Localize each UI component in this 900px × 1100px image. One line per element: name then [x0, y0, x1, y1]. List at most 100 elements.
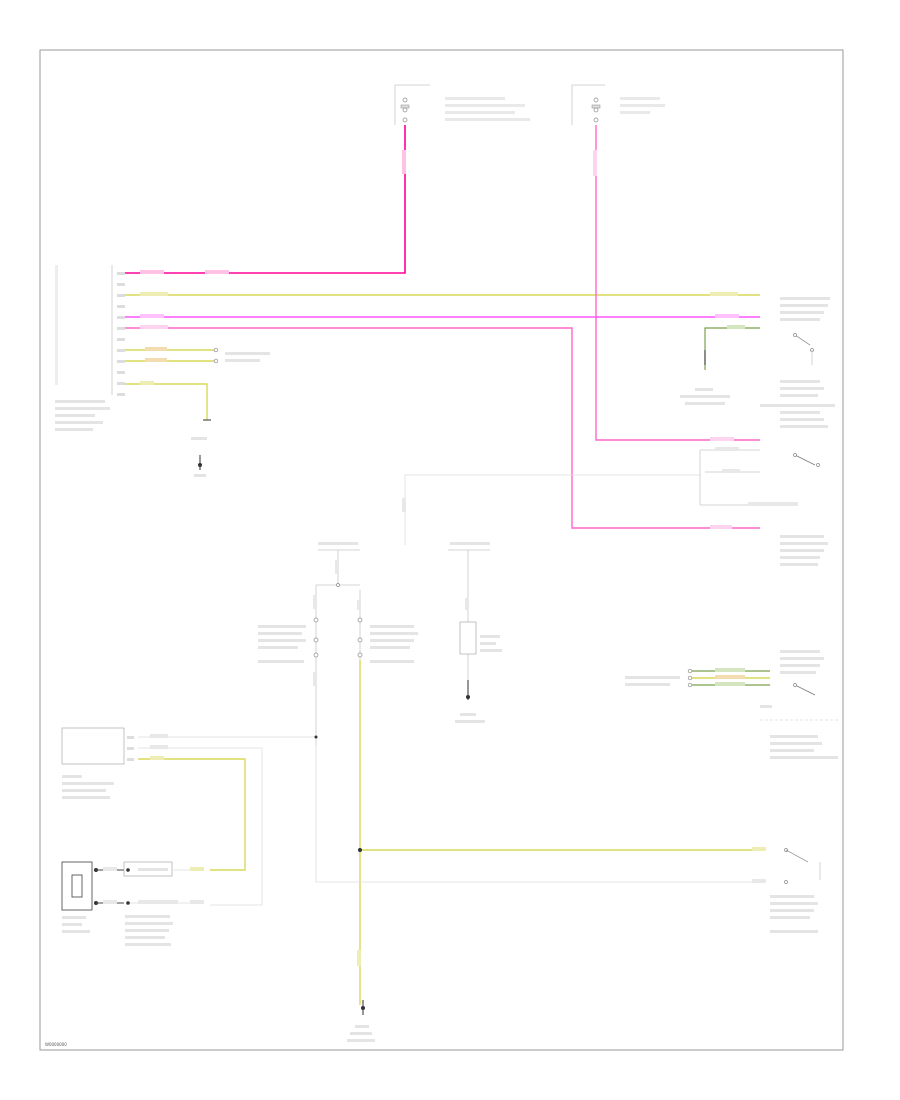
ground-label-bar-2 — [194, 474, 206, 477]
diagram-frame — [39, 49, 844, 1051]
connector-pin-icon — [687, 668, 693, 674]
connector-pin-icon — [213, 358, 219, 364]
right-label-bar-10 — [780, 549, 824, 552]
wire-label-fuse2-end — [710, 437, 734, 441]
wire-label-gray-center — [402, 498, 406, 512]
module-label-bar — [55, 400, 105, 403]
connector-pin-icon — [357, 652, 363, 658]
right-label-bar-2 — [780, 387, 824, 390]
connector-label-bar-2 — [225, 359, 260, 362]
right-label-bar-5 — [780, 411, 820, 414]
fuse-block-3 — [448, 542, 502, 723]
fuse-2-top-pin-icon — [593, 97, 599, 103]
ground-label-bar — [191, 437, 207, 440]
switch-contact-icon — [794, 334, 811, 346]
switch-contact-icon — [794, 454, 816, 466]
right-label-bar-8 — [780, 535, 824, 538]
wire-ground-left — [125, 383, 208, 420]
fuse-2-label-bar — [620, 97, 660, 100]
right-label-bar-3 — [780, 394, 818, 397]
wire-lightpink-down — [125, 327, 760, 529]
right-switch-lower — [770, 848, 821, 933]
connector-pin-icon — [687, 682, 693, 688]
wire-pink-fuse1 — [125, 125, 406, 274]
wire-label-magenta-1 — [140, 314, 164, 318]
ground-point-icon — [466, 695, 470, 699]
wire-label-green — [727, 325, 745, 329]
wire-gray-sensor-2 — [138, 747, 263, 906]
motor-connector — [123, 861, 204, 946]
wire-label-yellow-2 — [710, 292, 738, 296]
module-label-bar-2 — [55, 407, 110, 410]
fuse-block-1 — [394, 84, 530, 125]
wire-label-pink-3 — [402, 150, 406, 174]
module-side-label — [55, 265, 58, 385]
wire-label-orange-2 — [145, 358, 167, 362]
fuse-block-2 — [571, 84, 665, 125]
ground-label-bar-3 — [685, 402, 725, 405]
wire-label-pink-1 — [140, 270, 164, 274]
right-label-bar-9 — [780, 542, 828, 545]
module-label-bar-3 — [55, 414, 95, 417]
wire-label-lightpink-1 — [140, 325, 168, 329]
right-switch-upper — [780, 297, 830, 365]
footer-code: W0000000 — [45, 1042, 67, 1047]
right-label-bar — [780, 380, 820, 383]
wire-label-magenta-2 — [715, 314, 739, 318]
fuse-1-label-bar-2 — [445, 104, 525, 107]
switch-contact-icon — [785, 849, 809, 863]
switch-contact-icon — [794, 684, 816, 696]
wire-green — [704, 327, 760, 370]
fuse-2-label-bar-2 — [620, 104, 665, 107]
right-label-bar-7 — [780, 425, 828, 428]
connector-label-bar — [225, 352, 270, 355]
connector-pin-icon — [313, 652, 319, 658]
right-connector-lower — [625, 650, 840, 759]
left-control-module — [55, 265, 125, 431]
connector-pin-icon — [357, 637, 363, 643]
connector-pin-icon — [357, 617, 363, 623]
wire-gray-lower-right — [315, 745, 760, 883]
right-switch-mid — [699, 447, 820, 506]
ground-point-icon — [361, 1006, 365, 1010]
ground-label-bar — [695, 388, 713, 391]
right-label-bar-4 — [760, 404, 835, 407]
ground-point-icon — [198, 463, 202, 467]
splice-point-icon — [358, 848, 362, 852]
wire-gray-center — [404, 474, 700, 545]
motor-box — [61, 861, 98, 933]
fuse-2-pin-icon — [593, 107, 599, 113]
right-label-bar-11 — [780, 556, 820, 559]
fuse-1-top-pin-icon — [402, 97, 408, 103]
wire-label-yellow-1 — [140, 292, 168, 296]
fuse-2-label-bar-3 — [620, 111, 650, 114]
ground-label-bar-2 — [680, 395, 730, 398]
fuse-2-bottom-pin-icon — [593, 117, 599, 123]
fuse-2-element-icon — [591, 104, 601, 109]
fuse-3-element-icon — [459, 621, 477, 655]
wire-label-fuse2 — [593, 150, 597, 176]
fuse-1-element-icon — [400, 104, 410, 109]
connector-pin-icon — [313, 637, 319, 643]
connector-pin-icon — [213, 347, 219, 353]
connector-pin-icon — [687, 675, 693, 681]
relay-b — [357, 590, 418, 663]
right-label-bar-6 — [780, 418, 824, 421]
fuse-1-pin-icon — [402, 107, 408, 113]
fuse-1-label-bar — [445, 97, 505, 100]
connector-pin-icon — [313, 617, 319, 623]
wire-yellow-sensor — [138, 758, 246, 871]
wire-pink-fuse2 — [595, 125, 760, 441]
wire-label-orange-1 — [145, 347, 167, 351]
fuse-1-label-bar-3 — [445, 111, 515, 114]
wire-label-lightpink-2 — [710, 525, 732, 529]
fuse-1-label-bar-4 — [445, 118, 530, 121]
wire-label-pink-2 — [205, 270, 229, 274]
sensor-box — [61, 727, 134, 799]
wire-label-ground-left — [140, 381, 154, 385]
fuse-1-bottom-pin-icon — [402, 117, 408, 123]
module-pin-labels — [117, 272, 125, 396]
right-label-bar-12 — [780, 563, 818, 566]
splice-point-icon — [314, 735, 318, 739]
